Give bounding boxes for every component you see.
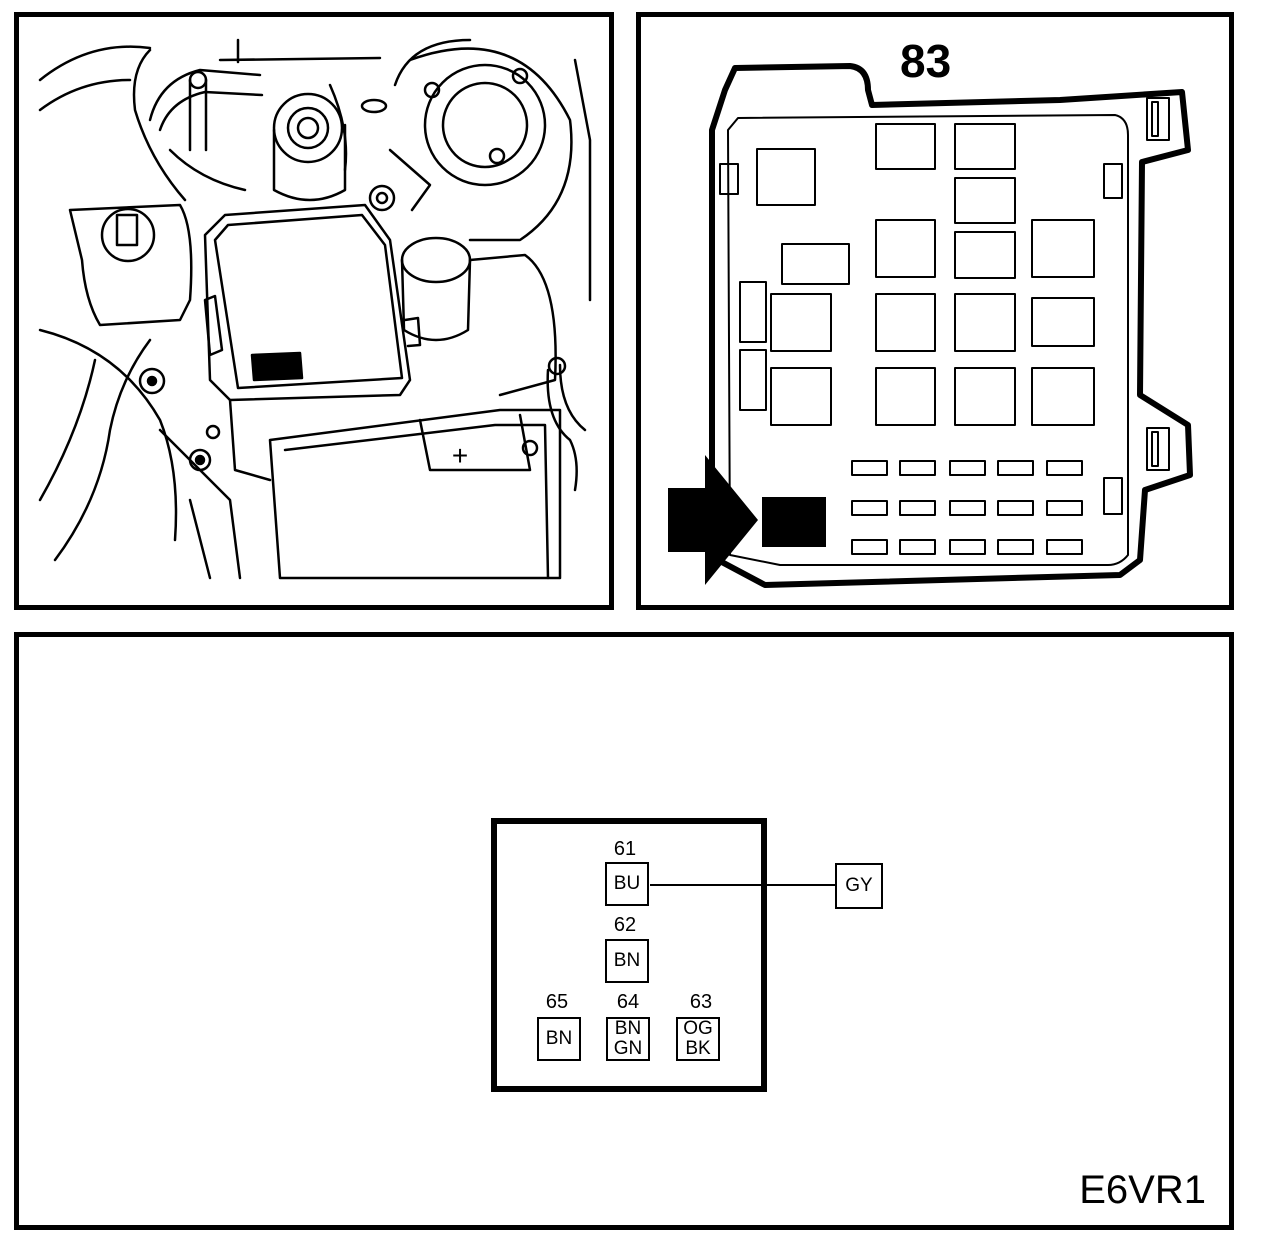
pin-62: BN [605,939,649,983]
engine-compartment-panel [14,12,614,610]
pin-64-color-1: BN [614,1018,642,1039]
figure-code: E6VR1 [1079,1168,1206,1212]
pin-65-color: BN [545,1028,573,1049]
pin-number-61: 61 [613,838,637,860]
pin-63: OG BK [676,1017,720,1061]
pin-61: BU [605,862,649,906]
fuse-box-panel [636,12,1234,610]
pin-65: BN [537,1017,581,1061]
pin-63-color-1: OG [683,1018,713,1039]
connector-panel [14,632,1234,1230]
fuse-box-number: 83 [900,35,952,87]
external-wire-color: GY [845,875,873,896]
pin-number-63: 63 [689,991,713,1013]
pin-64: BN GN [606,1017,650,1061]
pin-61-color: BU [613,873,641,894]
pin-number-64: 64 [616,991,640,1013]
pin-64-color-2: GN [613,1038,643,1059]
pin-number-62: 62 [613,914,637,936]
pin-63-color-2: BK [685,1038,711,1059]
connector-body [491,818,767,1092]
external-wire-gy: GY [835,863,883,909]
pin-number-65: 65 [545,991,569,1013]
pin-62-color: BN [613,950,641,971]
